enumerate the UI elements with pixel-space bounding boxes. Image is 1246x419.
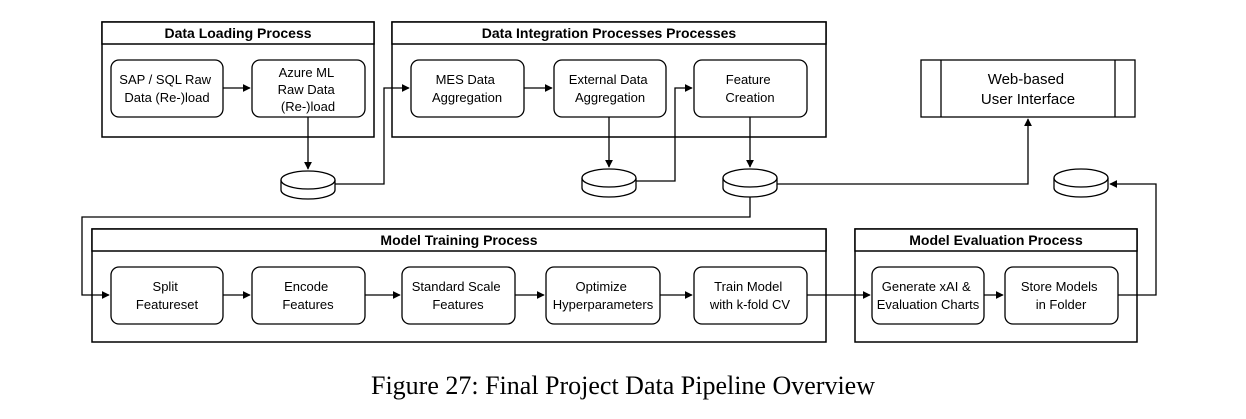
svg-text:Train Model with k-fold: Train Model with k-fold CV	[709, 279, 791, 312]
node-split-featureset: Split Featureset	[110, 266, 224, 325]
model-evaluation-title: Model Evaluation Process	[909, 232, 1083, 248]
svg-text:Optimize Hyperparameters: Optimize Hyperparameters	[553, 279, 654, 312]
svg-text:Feature Creation: Feature Creation	[725, 72, 774, 105]
node-label-line: Features	[282, 297, 334, 312]
figure-caption: Figure 27: Final Project Data Pipeline O…	[371, 371, 875, 400]
node-label-line: User Interface	[981, 91, 1075, 108]
database-icon	[581, 168, 637, 198]
svg-text:Standard Scale Features: Standard Scale Features	[412, 279, 505, 312]
node-label-line: Feature	[726, 72, 771, 87]
connectors	[81, 84, 1157, 299]
node-label-line: Standard Scale	[412, 279, 501, 294]
node-label-line: Generate xAI &	[882, 279, 971, 294]
node-label-line: Creation	[725, 90, 774, 105]
node-standard-scale-features: Standard Scale Features	[401, 266, 516, 325]
svg-text:External Data Aggregatio: External Data Aggregation	[569, 72, 651, 105]
node-label-line: (Re-)load	[281, 99, 335, 114]
node-label-line: Store Models	[1021, 279, 1098, 294]
node-generate-xai-charts: Generate xAI & Evaluation Charts	[871, 266, 985, 325]
node-label-line: Data (Re-)load	[124, 90, 209, 105]
node-feature-creation: Feature Creation	[693, 59, 808, 118]
node-label-line: in Folder	[1036, 297, 1087, 312]
node-azure-ml-raw-load: Azure ML Raw Data (Re-)load	[251, 59, 366, 118]
node-optimize-hyperparameters: Optimize Hyperparameters	[545, 266, 661, 325]
node-label-line: Encode	[284, 279, 328, 294]
node-label-line: Hyperparameters	[553, 297, 654, 312]
svg-text:Split Featureset: Split Featureset	[136, 279, 199, 312]
svg-text:Azure ML Raw Data: Azure ML Raw Data (Re-)load	[278, 65, 339, 114]
svg-text:SAP / SQL Raw Data (Re-): SAP / SQL Raw Data (Re-)load	[119, 72, 214, 105]
node-label-line: External Data	[569, 72, 649, 87]
node-label-line: Optimize	[576, 279, 627, 294]
data-integration-group: Data Integration Processes Processes	[391, 21, 827, 138]
data-integration-title: Data Integration Processes Processes	[482, 25, 737, 41]
svg-text:Generate xAI & Evaluatio: Generate xAI & Evaluation Charts	[877, 279, 980, 312]
node-store-models-folder: Store Models in Folder	[1004, 266, 1119, 325]
node-label-line: Split	[153, 279, 179, 294]
node-label-line: Featureset	[136, 297, 199, 312]
node-label-line: SAP / SQL Raw	[119, 72, 211, 87]
node-train-model-kfold: Train Model with k-fold CV	[693, 266, 808, 325]
node-label-line: with k-fold CV	[709, 297, 791, 312]
node-label-line: MES Data	[436, 72, 496, 87]
node-mes-data-aggregation: MES Data Aggregation	[410, 59, 525, 118]
svg-text:Store Models in Folder: Store Models in Folder	[1021, 279, 1101, 312]
svg-text:Web-based User Interface: Web-based User Interface	[981, 71, 1075, 108]
svg-text:MES Data Aggregation: MES Data Aggregation	[432, 72, 502, 105]
svg-text:Encode Features: Encode Features	[282, 279, 334, 312]
arrow-store-to-db	[1109, 180, 1157, 296]
database-icon	[1053, 168, 1109, 198]
arrow-db-to-web-ui	[777, 118, 1032, 185]
node-external-data-aggregation: External Data Aggregation	[553, 59, 667, 118]
node-encode-features: Encode Features	[251, 266, 366, 325]
node-label-line: Features	[432, 297, 484, 312]
data-loading-title: Data Loading Process	[164, 25, 311, 41]
arrow-db-to-mes	[335, 84, 410, 185]
node-label-line: Train Model	[714, 279, 782, 294]
node-label-line: Evaluation Charts	[877, 297, 980, 312]
node-label-line: Azure ML	[279, 65, 334, 80]
node-sap-sql-raw-load: SAP / SQL Raw Data (Re-)load	[110, 59, 224, 118]
node-label-line: Raw Data	[278, 82, 336, 97]
node-label-line: Aggregation	[432, 90, 502, 105]
database-icon	[280, 170, 336, 200]
node-label-line: Web-based	[988, 71, 1064, 88]
database-icon	[722, 168, 778, 198]
node-label-line: Aggregation	[575, 90, 645, 105]
arrow-db-to-feature	[636, 84, 693, 182]
node-web-based-user-interface: Web-based User Interface	[920, 59, 1136, 118]
arrow-db-to-split	[81, 197, 751, 299]
model-training-title: Model Training Process	[380, 232, 537, 248]
